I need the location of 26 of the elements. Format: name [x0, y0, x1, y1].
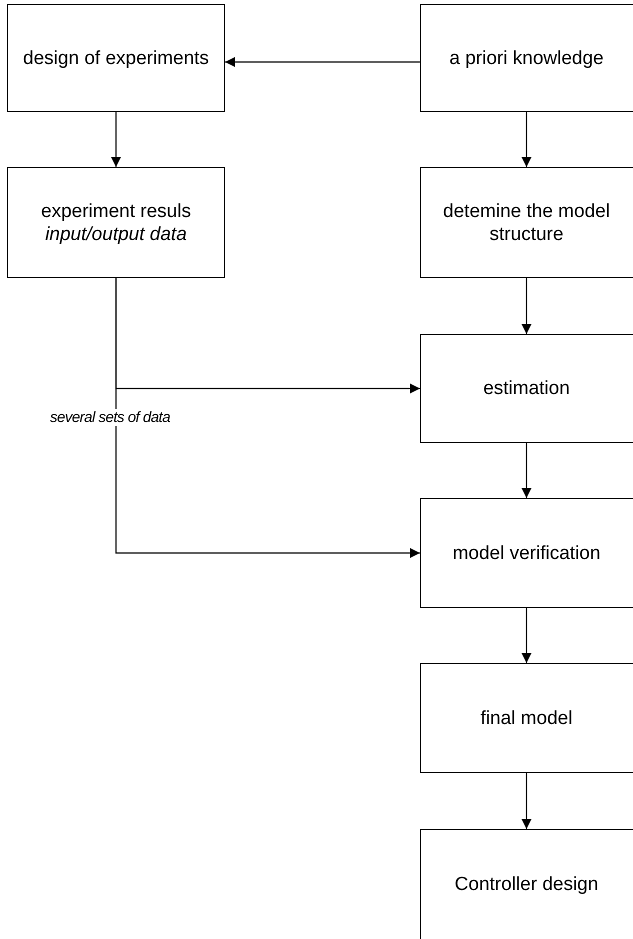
arrow	[115, 278, 420, 558]
box-text: a priori knowledge	[449, 46, 604, 70]
process-box	[420, 498, 633, 608]
arrow	[225, 57, 420, 67]
arrow	[111, 112, 121, 167]
process-box	[7, 167, 225, 278]
arrow	[522, 773, 532, 829]
box-text: final model	[480, 706, 572, 730]
arrow	[522, 112, 532, 167]
process-box	[420, 829, 633, 939]
arrow	[522, 278, 532, 334]
box-text: design of experiments	[23, 46, 209, 70]
process-box	[7, 4, 225, 112]
arrow	[522, 443, 532, 498]
arrow	[522, 608, 532, 663]
edge-label: several sets of data	[49, 409, 172, 426]
process-box	[420, 167, 633, 278]
process-box	[420, 4, 633, 112]
box-text: model verification	[452, 542, 600, 564]
box-text: detemine the model structure	[442, 200, 611, 246]
box-text: estimation	[483, 377, 570, 400]
process-box	[420, 334, 633, 443]
box-text: Controller design	[454, 872, 598, 896]
process-box	[420, 663, 633, 773]
box-subtext: input/output data	[45, 222, 187, 246]
box-text: experiment resuls	[41, 200, 191, 222]
